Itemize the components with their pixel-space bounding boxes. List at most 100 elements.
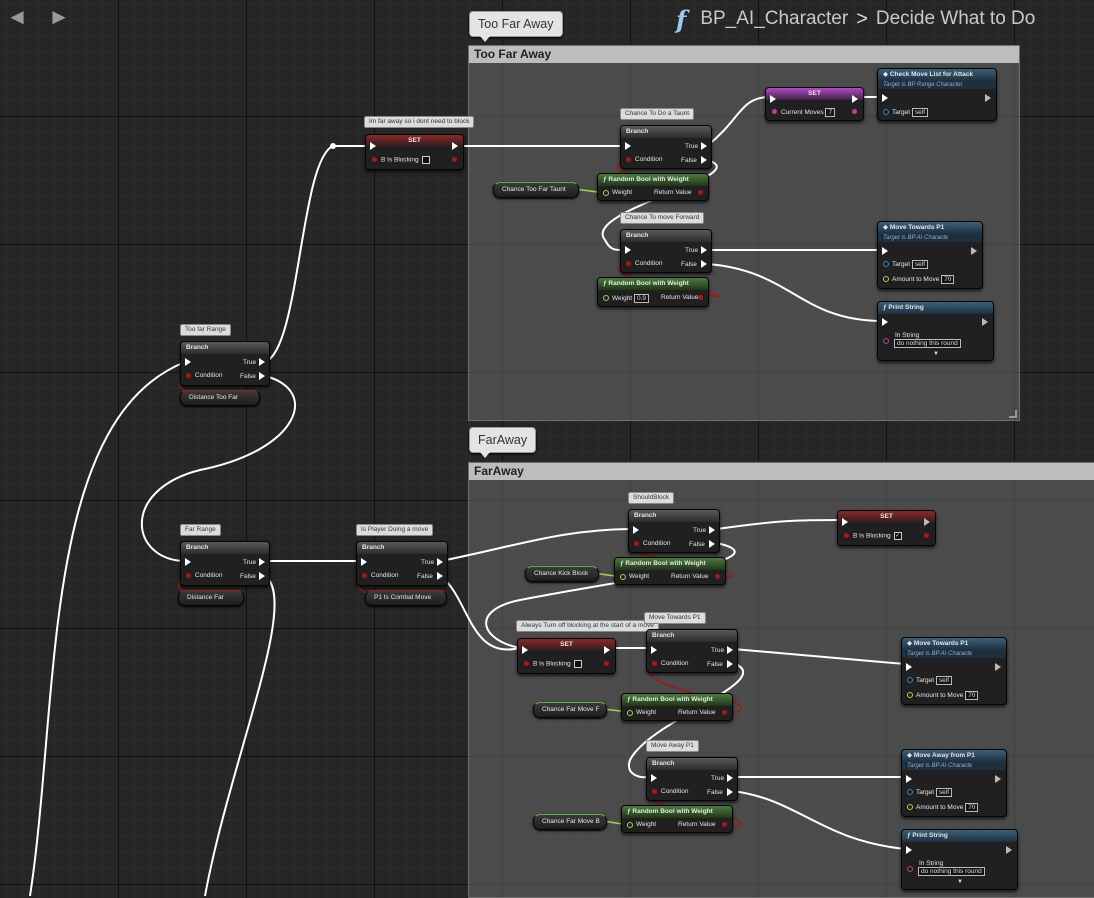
exec-in-pin[interactable] [185, 558, 191, 566]
target-pin[interactable] [907, 677, 913, 683]
weight-pin[interactable] [603, 190, 609, 196]
in-string-pin[interactable] [907, 866, 913, 872]
b-is-blocking-pin[interactable] [372, 157, 377, 162]
tag-is-player-move[interactable]: Is Player Doing a move [356, 524, 434, 536]
exec-false-pin[interactable] [259, 372, 265, 380]
tag-far-range[interactable]: Far Range [180, 524, 221, 536]
tag-chance-forward[interactable]: Chance To move Forward [620, 212, 705, 224]
exec-false-pin[interactable] [701, 156, 707, 164]
print-string-node-top[interactable]: ƒ Print String In String do nothing this… [877, 301, 994, 361]
exec-in-pin[interactable] [770, 95, 776, 103]
branch-node-should-block[interactable]: Branch True Condition False [628, 509, 720, 553]
condition-pin[interactable] [626, 261, 631, 266]
condition-pin[interactable] [626, 157, 631, 162]
breadcrumb-blueprint[interactable]: BP_AI_Character [700, 8, 849, 29]
branch-node-far-range[interactable]: Branch True Condition False [180, 541, 270, 586]
b-is-blocking-field[interactable]: B Is Blocking [381, 156, 430, 164]
exec-false-pin[interactable] [437, 572, 443, 580]
out-pin[interactable] [452, 157, 457, 162]
checkbox-b-is-blocking[interactable] [421, 156, 430, 164]
comment-title-too-far[interactable]: Too Far Away [469, 46, 1019, 63]
exec-in-pin[interactable] [651, 774, 657, 782]
weight-pin[interactable] [627, 710, 633, 716]
move-towards-node-bottom[interactable]: ◆ Move Towards P1 Target is BP AI Charac… [901, 637, 1007, 705]
target-pin[interactable] [883, 109, 889, 115]
current-moves-input[interactable]: 7 [825, 108, 836, 117]
tag-move-towards[interactable]: Move Towards P1 [644, 612, 706, 624]
var-chance-kick-block[interactable]: Chance Kick Block [525, 566, 599, 582]
exec-true-pin[interactable] [259, 358, 265, 366]
print-string-node-bottom[interactable]: ƒ Print String In String do nothing this… [901, 829, 1018, 890]
exec-false-pin[interactable] [259, 572, 265, 580]
exec-in-pin[interactable] [906, 663, 912, 671]
target-self-input[interactable]: self [935, 788, 953, 797]
breadcrumb-graph[interactable]: Decide What to Do [875, 8, 1036, 29]
random-bool-node-move-b[interactable]: ƒ Random Bool with Weight Weight Return … [621, 805, 733, 833]
exec-true-pin[interactable] [259, 558, 265, 566]
random-bool-node-kick-block[interactable]: ƒ Random Bool with Weight Weight Return … [614, 557, 726, 585]
comment-bubble-far[interactable]: FarAway [469, 427, 537, 458]
resize-handle-icon[interactable] [1009, 410, 1017, 418]
exec-in-pin[interactable] [651, 646, 657, 654]
amount-field[interactable]: Amount to Move 70 [916, 803, 979, 812]
condition-pin[interactable] [362, 573, 367, 578]
amount-pin[interactable] [907, 692, 913, 698]
b-is-blocking-pin[interactable] [844, 533, 849, 538]
condition-pin[interactable] [652, 661, 657, 666]
exec-in-pin[interactable] [906, 775, 912, 783]
b-is-blocking-field[interactable]: B Is Blocking✓ [853, 532, 902, 540]
exec-out-pin[interactable] [982, 318, 988, 326]
target-pin[interactable] [907, 789, 913, 795]
weight-field[interactable]: Weight 0.9 [612, 294, 649, 303]
in-string-pin[interactable] [883, 338, 889, 344]
set-blocking-node-off[interactable]: SET B Is Blocking [517, 638, 616, 674]
tag-im-far-away[interactable]: Im far away so i dont need to block [364, 116, 475, 128]
random-bool-node-move-f[interactable]: ƒ Random Bool with Weight Weight Return … [621, 693, 733, 721]
current-moves-pin[interactable] [772, 109, 777, 114]
amount-field[interactable]: Amount to Move 70 [892, 275, 955, 284]
exec-out-pin[interactable] [852, 95, 858, 103]
var-chance-too-far-taunt[interactable]: Chance Too Far Taunt [493, 182, 579, 198]
var-p1-combat-move[interactable]: P1 Is Combat Move [365, 590, 447, 606]
weight-input[interactable]: 0.9 [633, 294, 649, 303]
branch-node-move-away[interactable]: Branch True Condition False [646, 757, 738, 801]
var-distance-far[interactable]: Distance Far [178, 590, 244, 606]
exec-in-pin[interactable] [882, 94, 888, 102]
tag-chance-taunt[interactable]: Chance To Do a Taunt [620, 108, 695, 120]
dropdown-arrow-icon[interactable]: ▼ [957, 879, 963, 885]
condition-pin[interactable] [634, 541, 639, 546]
exec-out-pin[interactable] [985, 94, 991, 102]
return-pin[interactable] [722, 822, 727, 827]
exec-in-pin[interactable] [882, 318, 888, 326]
exec-in-pin[interactable] [370, 142, 376, 150]
check-move-list-node[interactable]: ◆ Check Move List for Attack Target is B… [877, 68, 997, 121]
exec-in-pin[interactable] [185, 358, 191, 366]
tag-always-turn-off[interactable]: Always Turn off blocking at the start of… [516, 620, 659, 632]
exec-out-pin[interactable] [995, 663, 1001, 671]
target-self-input[interactable]: self [935, 676, 953, 685]
b-is-blocking-pin[interactable] [524, 661, 529, 666]
set-blocking-node-top[interactable]: SET B Is Blocking [365, 134, 464, 170]
branch-node-forward[interactable]: Branch True Condition False [620, 229, 712, 273]
in-string-field[interactable]: do nothing this round [894, 339, 961, 348]
branch-node-move-towards[interactable]: Branch True Condition False [646, 629, 738, 673]
reroute-node[interactable] [330, 143, 336, 149]
return-pin[interactable] [698, 190, 703, 195]
exec-in-pin[interactable] [842, 518, 848, 526]
target-field[interactable]: Target self [916, 676, 953, 685]
exec-out-pin[interactable] [995, 775, 1001, 783]
comment-bubble-too-far[interactable]: Too Far Away [469, 11, 563, 42]
condition-pin[interactable] [186, 573, 191, 578]
set-blocking-node-checked[interactable]: SET B Is Blocking✓ [837, 510, 936, 546]
return-pin[interactable] [698, 295, 703, 300]
exec-in-pin[interactable] [882, 247, 888, 255]
out-pin[interactable] [924, 533, 929, 538]
move-towards-node-top[interactable]: ◆ Move Towards P1 Target is BP AI Charac… [877, 221, 983, 289]
weight-pin[interactable] [627, 822, 633, 828]
move-away-node[interactable]: ◆ Move Away from P1 Target is BP AI Char… [901, 749, 1007, 817]
return-pin[interactable] [715, 574, 720, 579]
condition-pin[interactable] [652, 789, 657, 794]
tag-should-block[interactable]: ShouldBlock [628, 492, 675, 504]
exec-in-pin[interactable] [522, 646, 528, 654]
checkbox-b-is-blocking[interactable]: ✓ [893, 532, 902, 540]
